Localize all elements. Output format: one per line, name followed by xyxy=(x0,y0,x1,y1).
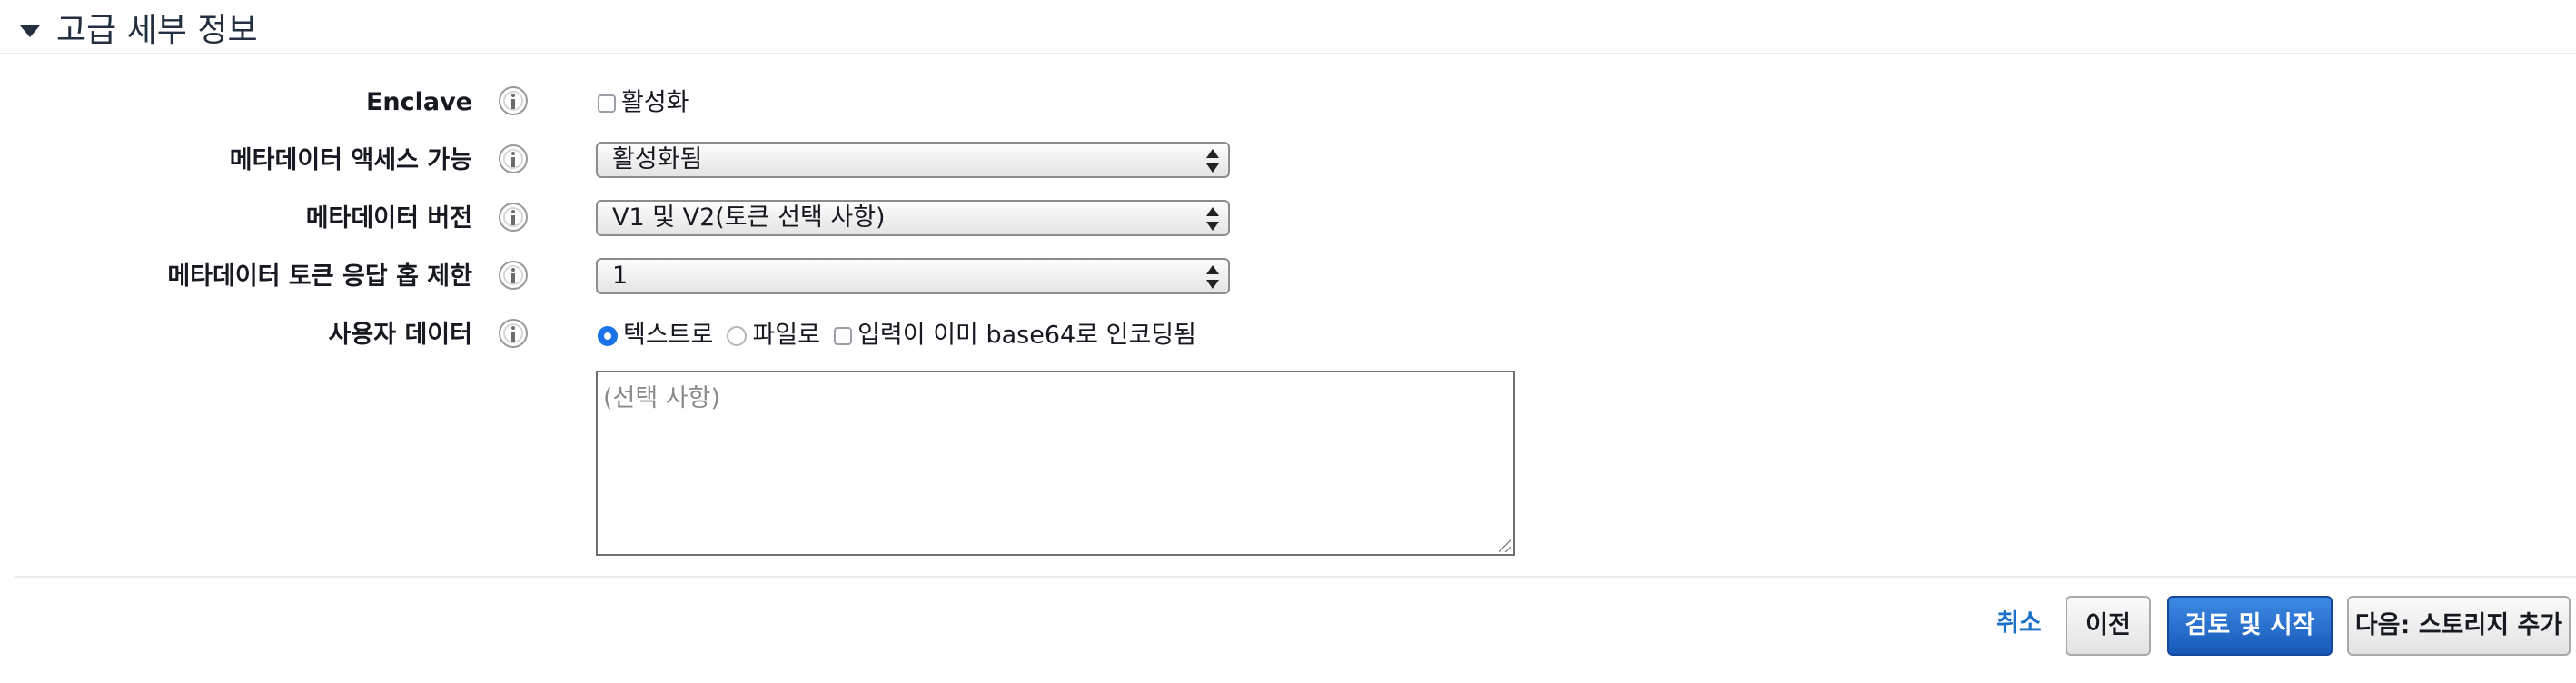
user-data-textarea[interactable] xyxy=(596,371,1515,556)
enclave-row: Enclave 활성화 xyxy=(0,80,2576,125)
section-title[interactable]: 고급 세부 정보 xyxy=(56,12,258,49)
user-data-options: 텍스트로 파일로 입력이 이미 base64로 인코딩됨 xyxy=(598,312,1205,358)
user-data-row: 사용자 데이터 텍스트로 파일로 입력이 이미 base64로 인코딩됨 xyxy=(0,312,2576,358)
info-icon[interactable] xyxy=(499,144,528,173)
user-data-label: 사용자 데이터 xyxy=(328,321,472,349)
as-text-option[interactable]: 텍스트로 xyxy=(598,312,713,359)
metadata-access-select[interactable]: 활성화됨 xyxy=(596,142,1230,178)
metadata-version-row: 메타데이터 버전 V1 및 V2(토큰 선택 사항) xyxy=(0,196,2576,242)
metadata-version-select[interactable]: V1 및 V2(토큰 선택 사항) xyxy=(596,200,1230,236)
base64-option[interactable]: 입력이 이미 base64로 인코딩됨 xyxy=(834,312,1196,359)
enclave-enable-label: 활성화 xyxy=(621,88,689,117)
select-arrows-icon xyxy=(1206,265,1219,289)
info-icon[interactable] xyxy=(499,319,528,348)
footer-divider xyxy=(15,576,2576,578)
base64-checkbox[interactable] xyxy=(834,326,853,345)
select-arrows-icon xyxy=(1206,149,1219,173)
metadata-hop-limit-value: 1 xyxy=(612,262,629,290)
metadata-hop-limit-select[interactable]: 1 xyxy=(596,258,1230,294)
info-icon[interactable] xyxy=(499,261,528,290)
caret-down-icon[interactable] xyxy=(20,25,40,37)
cancel-link[interactable]: 취소 xyxy=(1996,609,2042,638)
base64-label: 입력이 이미 base64로 인코딩됨 xyxy=(857,321,1196,350)
resize-handle-icon[interactable] xyxy=(1499,539,1511,552)
next-add-storage-button[interactable]: 다음: 스토리지 추가 xyxy=(2347,596,2571,656)
metadata-hop-limit-row: 메타데이터 토큰 응답 홉 제한 1 xyxy=(0,254,2576,300)
enclave-enable-checkbox[interactable] xyxy=(598,94,616,113)
metadata-access-value: 활성화됨 xyxy=(612,145,703,173)
enclave-control: 활성화 xyxy=(598,80,698,125)
info-icon[interactable] xyxy=(499,86,528,115)
enclave-enable-option[interactable]: 활성화 xyxy=(598,80,689,126)
previous-button[interactable]: 이전 xyxy=(2066,596,2151,656)
as-text-label: 텍스트로 xyxy=(623,321,714,350)
as-file-radio[interactable] xyxy=(727,325,748,346)
info-icon[interactable] xyxy=(499,203,528,232)
review-and-launch-button[interactable]: 검토 및 시작 xyxy=(2167,596,2333,656)
metadata-version-value: V1 및 V2(토큰 선택 사항) xyxy=(612,203,886,232)
as-file-option[interactable]: 파일로 xyxy=(727,312,820,359)
metadata-version-label: 메타데이터 버전 xyxy=(305,204,472,233)
metadata-hop-limit-label: 메타데이터 토큰 응답 홉 제한 xyxy=(167,262,472,291)
select-arrows-icon xyxy=(1206,207,1219,231)
enclave-label: Enclave xyxy=(365,88,472,116)
section-header[interactable]: 고급 세부 정보 xyxy=(0,0,2576,54)
as-file-label: 파일로 xyxy=(752,321,820,350)
metadata-access-row: 메타데이터 액세스 가능 활성화됨 xyxy=(0,138,2576,183)
metadata-access-label: 메타데이터 액세스 가능 xyxy=(229,146,472,174)
as-text-radio[interactable] xyxy=(598,325,618,346)
